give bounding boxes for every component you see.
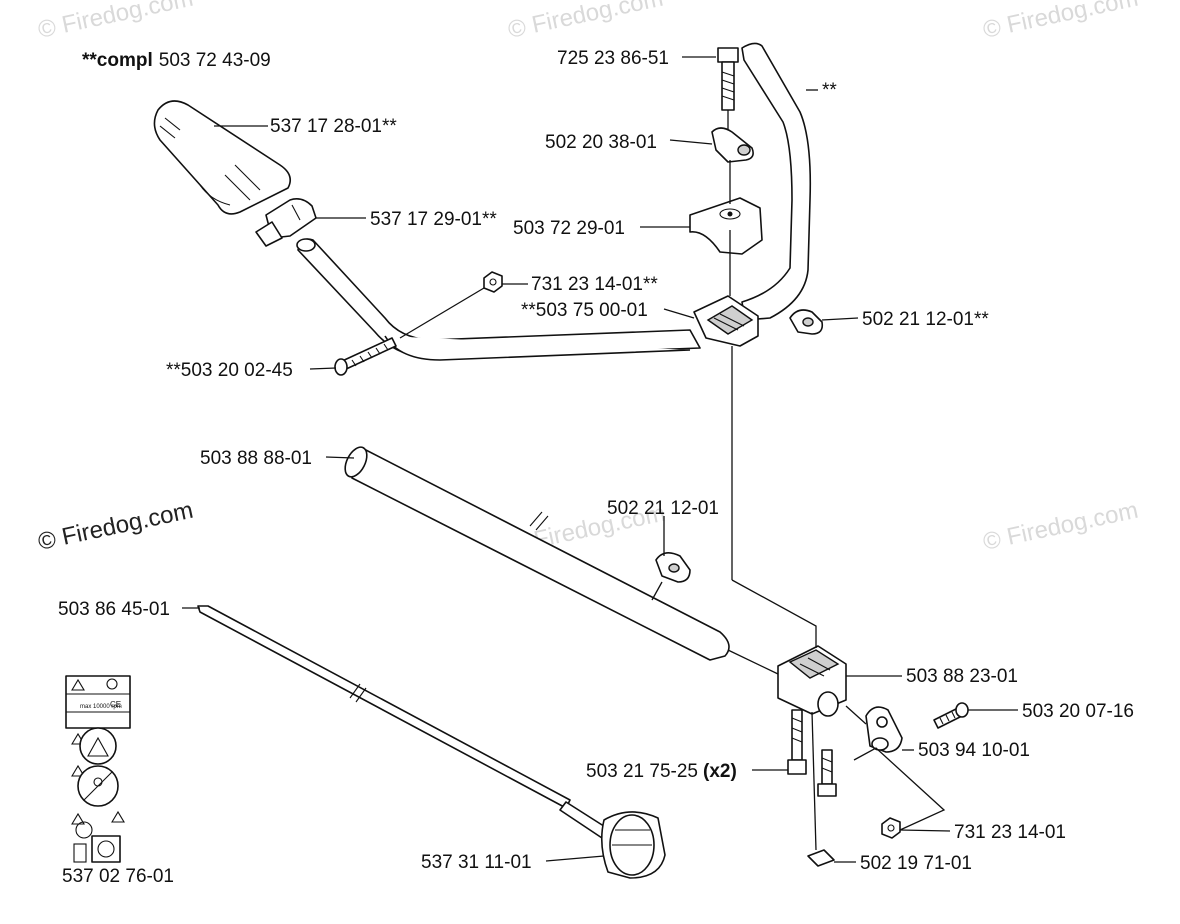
label-handlebar-upper: ** [822,80,837,101]
wing-knob [711,127,754,163]
label-square-nut: 502 19 71-01 [860,853,972,874]
nut-small [483,271,503,293]
assembly-label: **compl 503 72 43-09 [82,50,271,71]
screw-right [933,702,969,729]
assembly-number: 503 72 43-09 [159,50,271,71]
square-nut [807,849,835,867]
watermark-top-center: © Firedog.com [506,0,666,44]
cable-clip-mid [655,552,691,583]
label-cable-clip-mid: 502 21 12-01 [607,498,719,519]
label-nut-small: 731 23 14-01** [531,274,658,295]
label-clamp-block: **503 75 00-01 [521,300,648,321]
label-screws-pair: 503 21 75-25(x2) [586,761,737,782]
decal-set: max 10000 rpm CE [65,675,131,863]
watermark-right: © Firedog.com [981,497,1141,556]
label-bolt-left: **503 20 02-45 [166,360,293,381]
label-screws-pair-number: 503 21 75-25 [586,761,698,782]
assembly-prefix: **compl [82,50,153,71]
label-grip: 537 17 28-01** [270,116,397,137]
clamp-lower [777,645,847,717]
throttle-housing [255,198,317,247]
label-wing-knob: 502 20 38-01 [545,132,657,153]
label-clamp-lower: 503 88 23-01 [906,666,1018,687]
bolt-left [334,337,397,376]
label-guard-ring: 537 31 11-01 [421,852,532,873]
watermark-top-left: © Firedog.com [36,0,196,44]
label-bracket: 503 94 10-01 [918,740,1030,761]
guard-ring [559,801,666,879]
bracket [865,706,903,753]
cable-clip-upper [789,309,824,335]
label-screw-right: 503 20 07-16 [1022,701,1134,722]
drive-shaft [197,605,571,809]
label-drive-shaft: 503 86 45-01 [58,599,170,620]
nut-lower [881,817,901,839]
screw-pair [787,709,837,797]
watermark-top-right: © Firedog.com [981,0,1141,44]
label-bolt-top: 725 23 86-51 [557,48,669,69]
decal-rpm: max 10000 rpm [80,704,122,710]
label-clamp-cap: 503 72 29-01 [513,218,625,239]
clamp-block [693,295,759,347]
shaft-tube [344,446,730,661]
grip [153,100,291,215]
decal-ce: CE [110,700,121,709]
label-cable-clip-upper: 502 21 12-01** [862,309,989,330]
clamp-cap [689,197,763,255]
label-throttle-housing: 537 17 29-01** [370,209,497,230]
watermark-main: © Firedog.com [36,497,196,556]
label-shaft-tube: 503 88 88-01 [200,448,312,469]
bolt-top [717,47,739,111]
label-nut-lower: 731 23 14-01 [954,822,1066,843]
label-decal-set: 537 02 76-01 [62,866,174,887]
leader-lines [182,56,1018,863]
label-screws-pair-qty: (x2) [703,761,737,782]
